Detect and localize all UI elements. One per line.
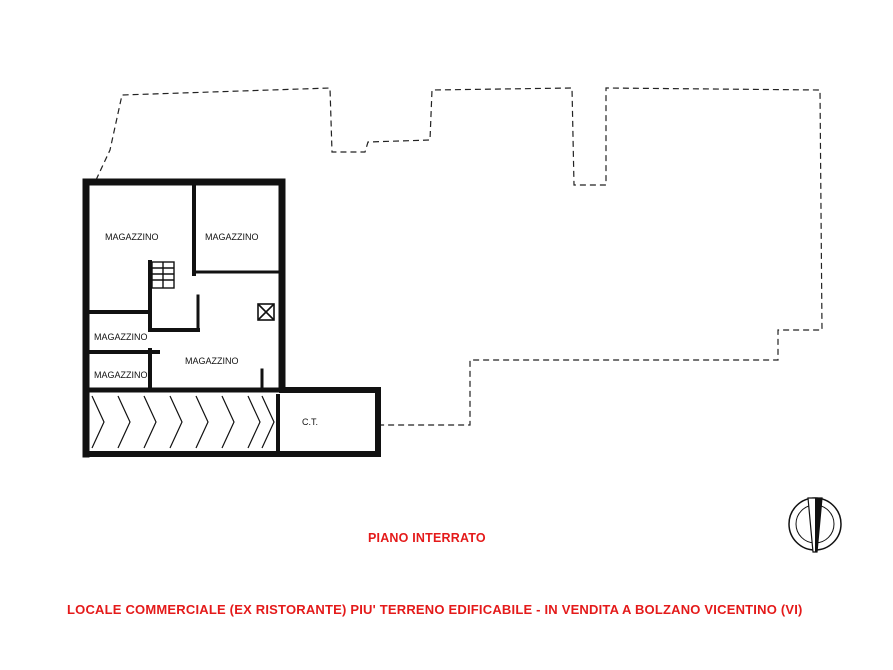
north-arrow-icon [788,497,842,553]
floor-title: PIANO INTERRATO [368,531,486,545]
room-label-magazzino: MAGAZZINO [105,232,159,242]
basement-walls [82,178,381,458]
room-label-magazzino: MAGAZZINO [185,356,239,366]
room-label-magazzino: MAGAZZINO [94,332,148,342]
room-label-magazzino: MAGAZZINO [94,370,148,380]
ramp-chevrons [91,395,275,449]
room-label-ct: C.T. [302,417,318,427]
shaft-icon [257,303,275,321]
lot-outline [95,87,823,426]
room-label-magazzino: MAGAZZINO [205,232,259,242]
listing-title: LOCALE COMMERCIALE (EX RISTORANTE) PIU' … [67,602,803,617]
stair-icon [151,261,175,289]
